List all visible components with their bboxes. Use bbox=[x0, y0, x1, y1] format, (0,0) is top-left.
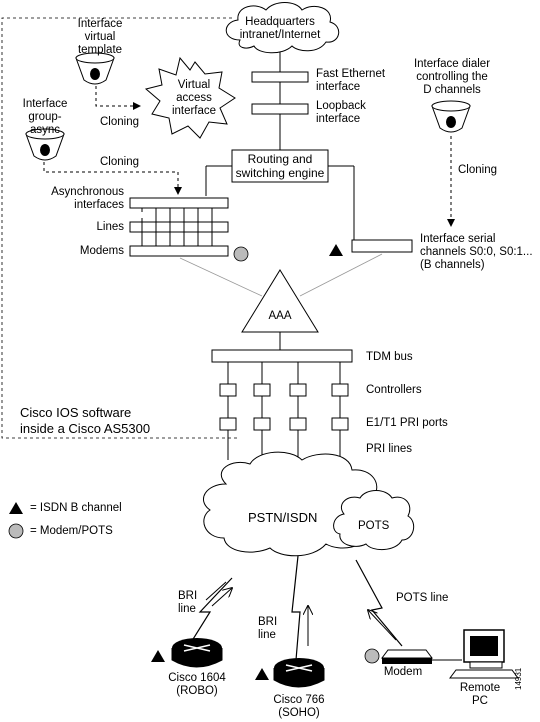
virtual-template-icon bbox=[75, 52, 115, 85]
cloning-label-1: Cloning bbox=[100, 116, 139, 128]
modems-bar bbox=[129, 245, 229, 257]
bri-link-2 bbox=[291, 555, 301, 661]
pri-lines-label: PRI lines bbox=[366, 443, 413, 455]
bri-arrow-1b bbox=[205, 581, 227, 601]
remote-pc bbox=[449, 629, 519, 679]
controllers-label: Controllers bbox=[366, 384, 422, 396]
pstn-isdn-label: PSTN/ISDN bbox=[248, 510, 318, 525]
hq-label: Headquarters intranet/Internet bbox=[239, 16, 321, 41]
modem-label: Modem bbox=[383, 666, 423, 678]
as5300-boundary bbox=[1, 17, 238, 439]
routing-engine-label: Routing and switching engine bbox=[235, 152, 325, 180]
bri-line-label-2: BRI line bbox=[258, 616, 278, 641]
virtual-access-starburst bbox=[144, 56, 236, 139]
figure-number: 14931 bbox=[514, 667, 523, 690]
cisco-766-router bbox=[273, 658, 325, 688]
async-grid-links bbox=[141, 208, 213, 246]
fast-ethernet-label: Fast Ethernet interface bbox=[316, 68, 386, 93]
bri-link-1 bbox=[189, 577, 233, 645]
pots-cloud bbox=[333, 490, 415, 550]
modem-circle-icon bbox=[364, 648, 380, 664]
isdn-triangle-1604 bbox=[151, 650, 165, 662]
pots-line-label: POTS line bbox=[396, 592, 449, 604]
async-interfaces-label: Asynchronous interfaces bbox=[51, 186, 124, 211]
modems-label: Modems bbox=[79, 245, 124, 257]
legend-circle-icon bbox=[8, 523, 24, 539]
pots-label: POTS bbox=[358, 520, 390, 532]
loopback-interface bbox=[251, 103, 309, 115]
lines-label: Lines bbox=[96, 221, 125, 233]
virtual-template-label: Interface virtual template bbox=[77, 18, 123, 56]
modem-symbol-circle bbox=[233, 246, 249, 262]
lines-bar bbox=[129, 221, 229, 233]
pots-arrow bbox=[368, 610, 397, 641]
tdm-bus-label: TDM bus bbox=[366, 351, 413, 363]
controllers-and-ports bbox=[219, 362, 349, 460]
legend-triangle-icon bbox=[9, 502, 23, 514]
aaa-label: AAA bbox=[268, 310, 292, 322]
dialer-icon bbox=[431, 100, 471, 133]
virtual-access-label: Virtual access interface bbox=[171, 79, 217, 117]
serial-channels-label: Interface serial channels S0:0, S0:1... … bbox=[420, 233, 533, 271]
cloning-label-3: Cloning bbox=[458, 164, 497, 176]
pri-ports-label: E1/T1 PRI ports bbox=[366, 417, 448, 429]
dialer-label: Interface dialer controlling the D chann… bbox=[413, 58, 491, 96]
bri-line-label-1: BRI line bbox=[178, 590, 198, 615]
cloning-arrow-1 bbox=[95, 86, 141, 110]
bri-arrow-1 bbox=[211, 588, 232, 607]
cisco-1604-router bbox=[171, 638, 223, 668]
isdn-triangle-766 bbox=[255, 668, 269, 680]
cloning-label-2: Cloning bbox=[100, 156, 139, 168]
group-async-label: Interface group-async bbox=[22, 98, 68, 136]
loopback-label: Loopback interface bbox=[316, 100, 366, 125]
routing-engine bbox=[231, 149, 329, 183]
legend-modem-label: = Modem/POTS bbox=[30, 525, 113, 537]
cisco-ios-label: Cisco IOS software inside a Cisco AS5300 bbox=[20, 405, 151, 436]
modem-device bbox=[381, 649, 433, 664]
cisco-766-label: Cisco 766 (SOHO) bbox=[273, 694, 325, 719]
serial-channels-bar bbox=[351, 239, 413, 253]
isdn-triangle-serial bbox=[329, 244, 343, 256]
legend-isdn-label: = ISDN B channel bbox=[30, 502, 122, 514]
hq-cloud bbox=[225, 2, 340, 54]
async-interfaces-bar bbox=[129, 197, 229, 209]
tdm-bus bbox=[211, 349, 353, 363]
cisco-1604-label: Cisco 1604 (ROBO) bbox=[168, 672, 226, 697]
group-async-icon bbox=[25, 128, 65, 161]
fast-ethernet-interface bbox=[251, 71, 309, 83]
remote-pc-label: Remote PC bbox=[459, 682, 501, 707]
